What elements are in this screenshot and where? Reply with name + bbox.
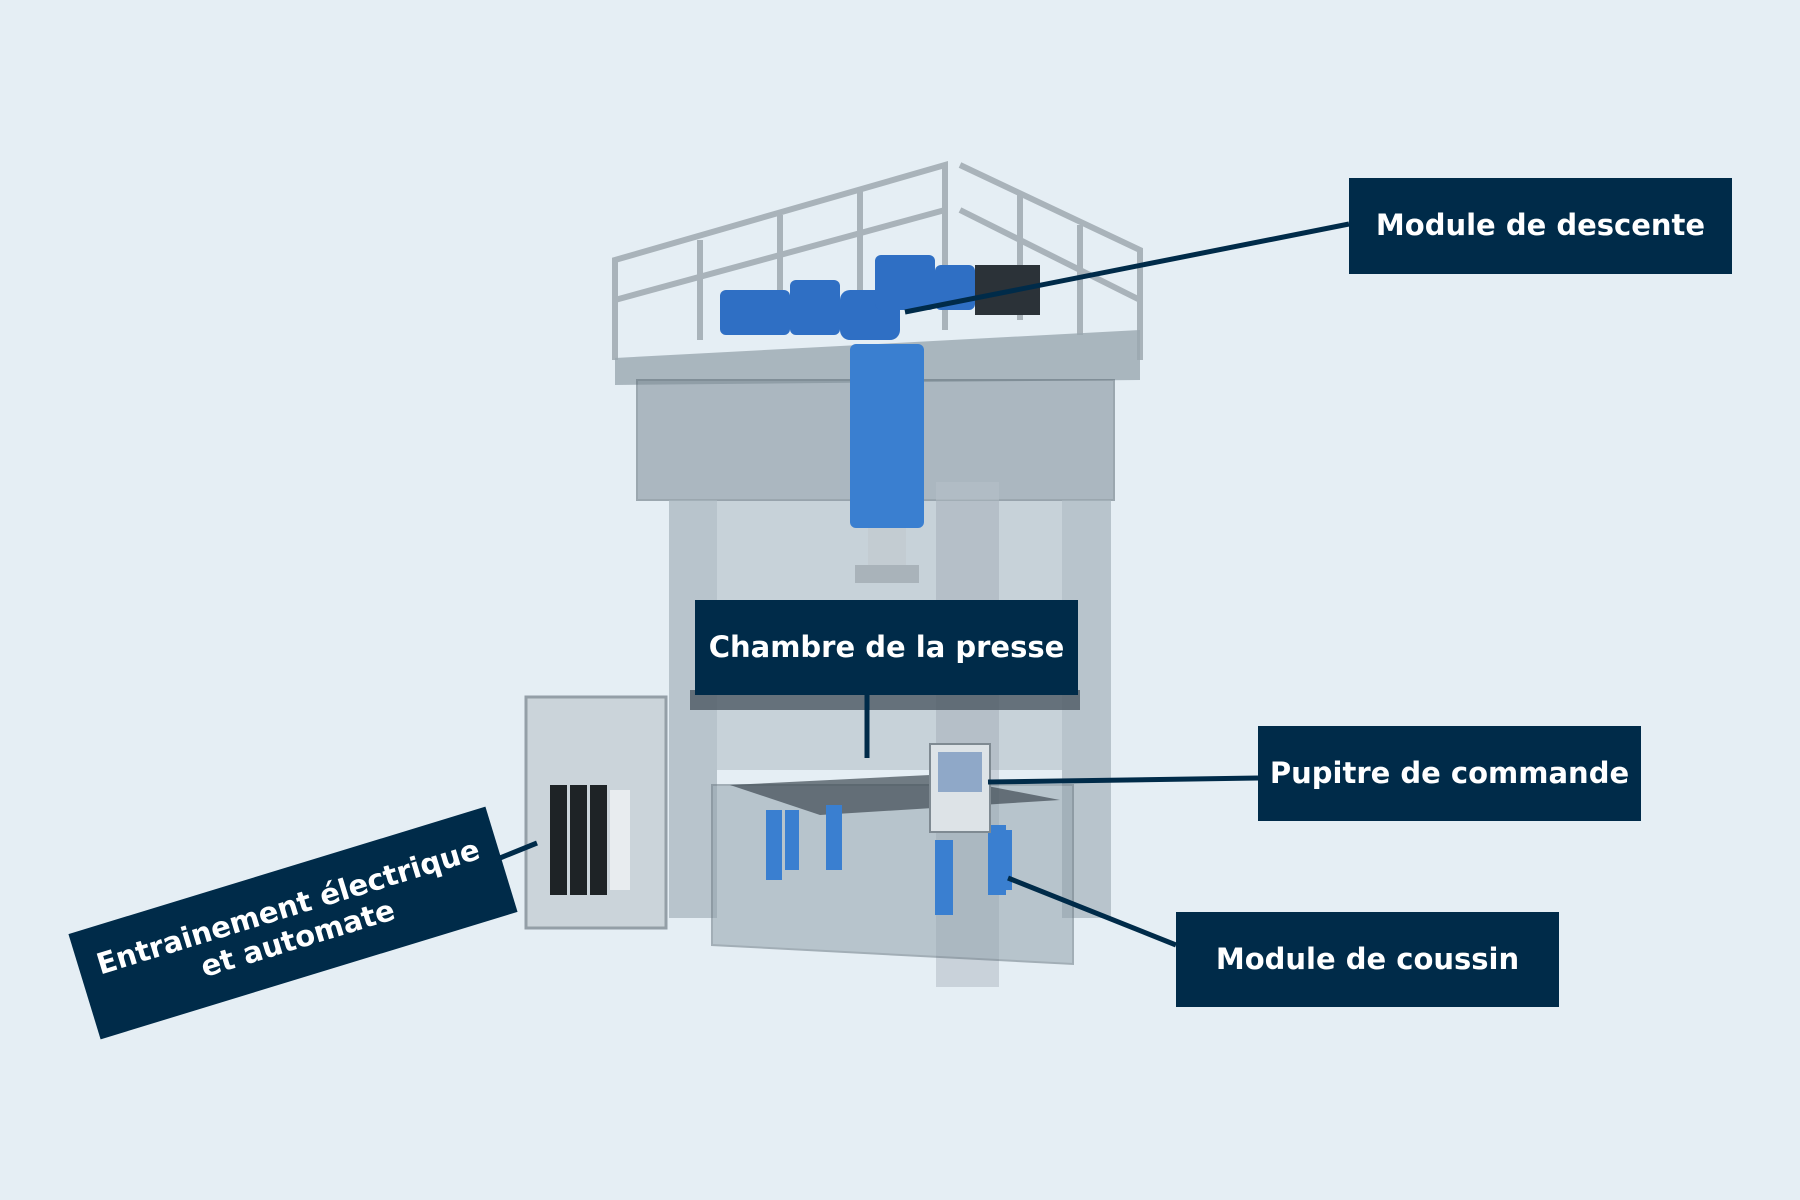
drive-units	[550, 785, 607, 895]
label-text: Chambre de la presse	[708, 629, 1065, 664]
top-railing	[612, 161, 1143, 360]
label-text: Module de coussin	[1215, 941, 1520, 976]
descent-module-motors	[720, 255, 975, 340]
label-module-de-descente: Module de descente	[1349, 178, 1732, 274]
slide-plate	[690, 690, 1080, 710]
drive-unit-light	[610, 790, 630, 890]
label-chambre-de-la-presse: Chambre de la presse	[695, 600, 1078, 695]
label-module-de-coussin: Module de coussin	[1176, 912, 1559, 1007]
cushion-cylinders	[766, 805, 1012, 915]
label-text: Module de descente	[1375, 208, 1706, 243]
control-panel-screen	[938, 752, 982, 792]
cylinder-foot	[855, 565, 919, 583]
label-text: Pupitre de commande	[1269, 755, 1630, 790]
main-cylinder	[850, 344, 924, 528]
leader-lines	[499, 221, 1350, 948]
label-pupitre-de-commande: Pupitre de commande	[1258, 726, 1641, 821]
